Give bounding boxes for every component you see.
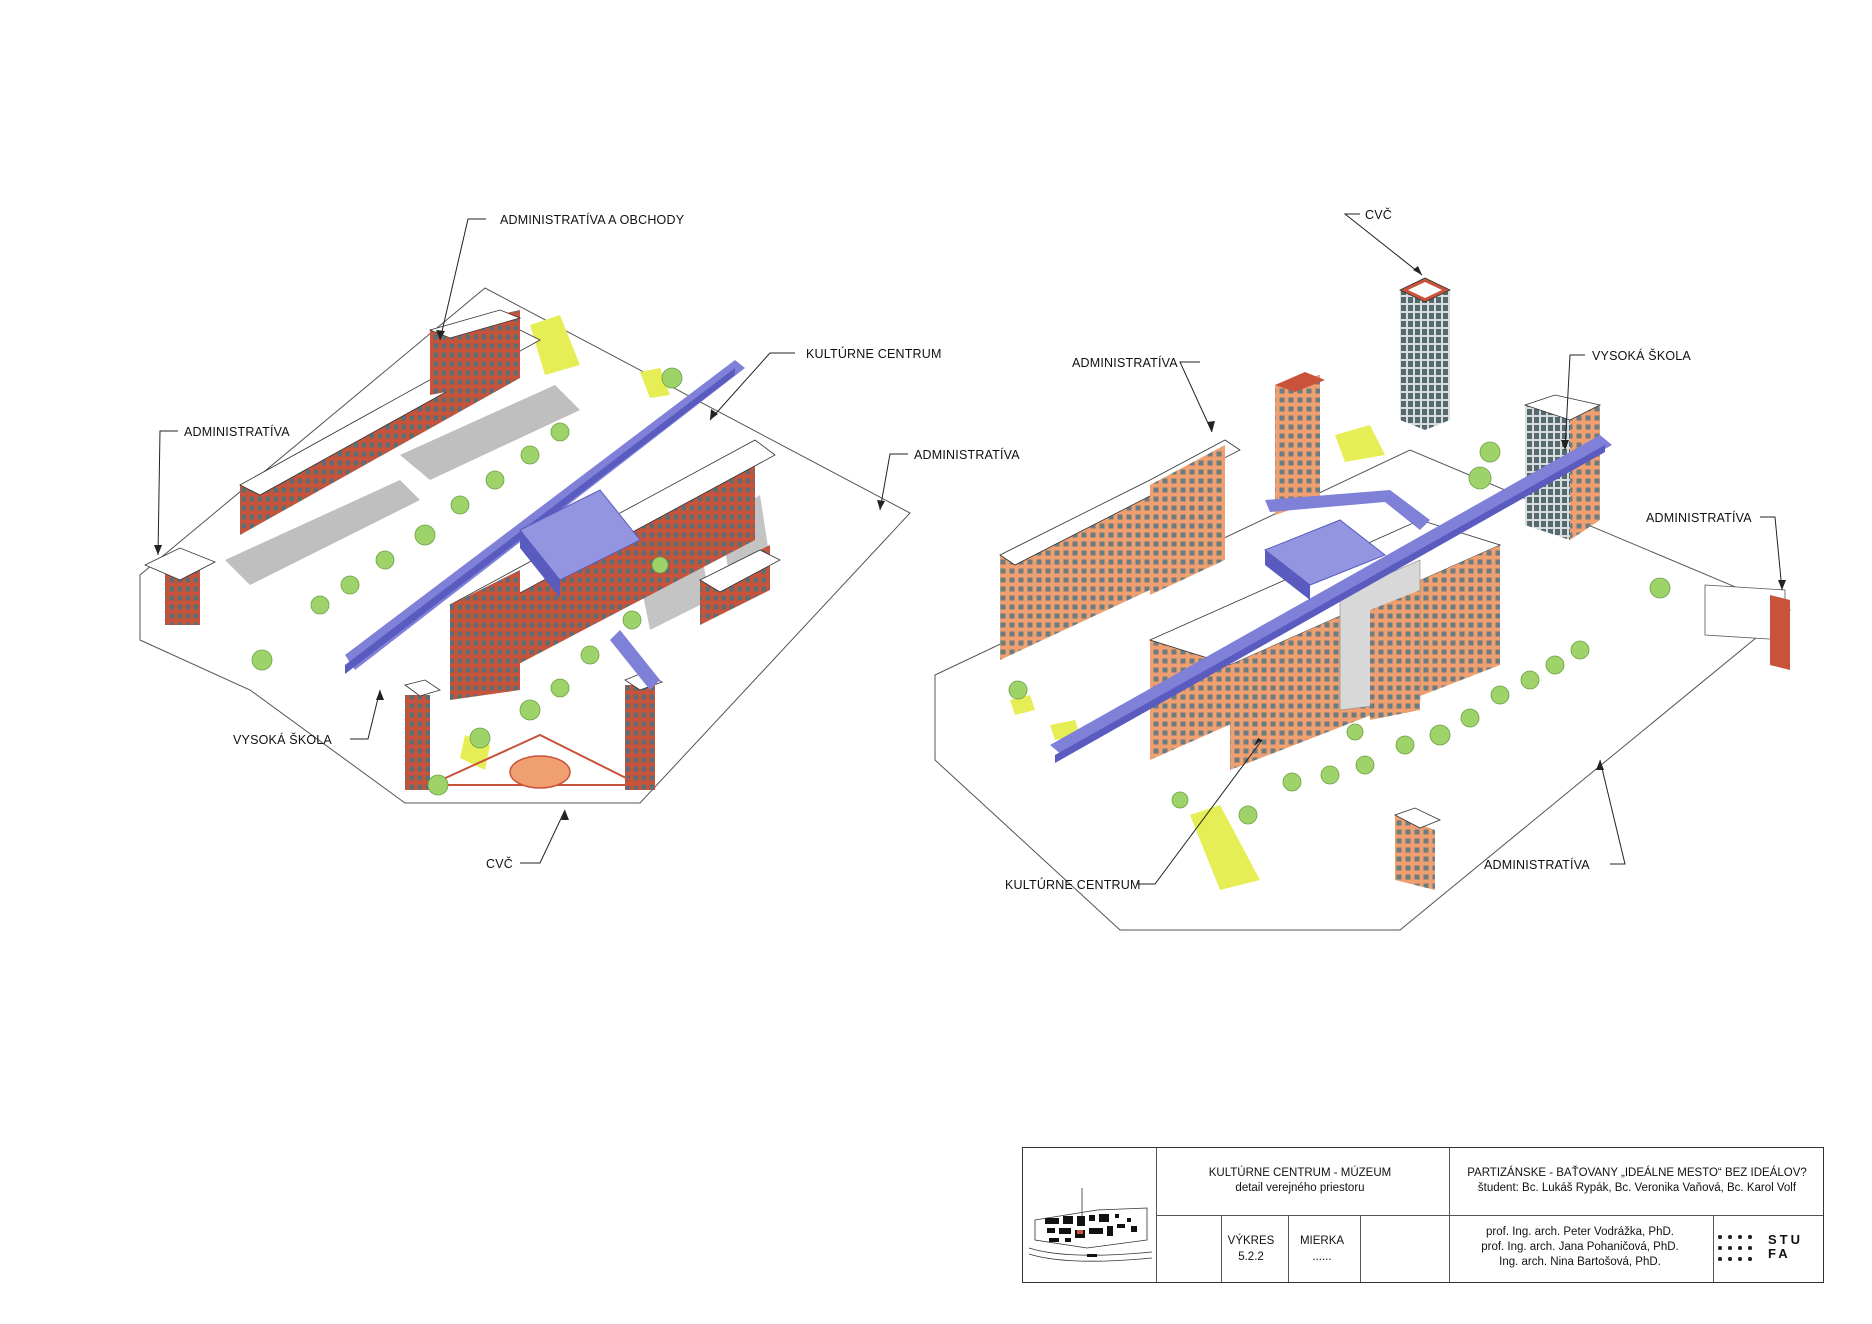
tree — [1008, 680, 1028, 700]
project-students: študent: Bc. Lukáš Rypák, Bc. Veronika V… — [1477, 1182, 1797, 1194]
label-left-vysoka-skola: VYSOKÁ ŠKOLA — [233, 733, 332, 747]
right-yellow-patch — [1010, 695, 1035, 715]
tree — [469, 727, 491, 749]
tree — [1479, 441, 1501, 463]
supervisors: prof. Ing. arch. Peter Vodrážka, PhD. pr… — [1451, 1225, 1709, 1270]
tree — [450, 495, 470, 515]
vykres-field: VÝKRES 5.2.2 — [1221, 1233, 1281, 1265]
tree — [580, 645, 600, 665]
supervisor-2: prof. Ing. arch. Jana Pohaničová, PhD. — [1481, 1241, 1679, 1253]
right-axonometric — [934, 277, 1791, 931]
mierka-value: ...... — [1312, 1251, 1332, 1263]
project-title-line1: PARTIZÁNSKE - BAŤOVANY „IDEÁLNE MESTO“ B… — [1467, 1167, 1807, 1179]
right-skybridge — [1050, 435, 1612, 763]
tree — [1355, 755, 1375, 775]
label-right-administrativa-north: ADMINISTRATÍVA — [1072, 356, 1178, 370]
left-skybridge — [345, 360, 745, 690]
label-right-administrativa-east: ADMINISTRATÍVA — [1646, 511, 1752, 525]
left-administrativa-west-building — [144, 547, 216, 625]
label-right-administrativa-south: ADMINISTRATÍVA — [1484, 858, 1590, 872]
left-axonometric — [139, 287, 911, 804]
supervisor-3: Ing. arch. Nina Bartošová, PhD. — [1499, 1256, 1661, 1268]
drawing-title: KULTÚRNE CENTRUM - MÚZEUM detail verejné… — [1158, 1166, 1442, 1196]
tree — [414, 524, 436, 546]
tree — [1520, 670, 1540, 690]
tree — [651, 556, 669, 574]
logo-dots-icon — [1718, 1235, 1762, 1265]
tree — [485, 470, 505, 490]
label-left-administrativa-east: ADMINISTRATÍVA — [914, 448, 1020, 462]
tree — [519, 699, 541, 721]
tree — [1490, 685, 1510, 705]
right-trees — [1008, 441, 1671, 825]
right-administrativa-south-building — [1393, 807, 1441, 890]
tree — [1395, 735, 1415, 755]
tree — [1468, 466, 1492, 490]
tree — [1320, 765, 1340, 785]
tree — [1238, 805, 1258, 825]
tree — [375, 550, 395, 570]
left-vysoka-skola-building — [404, 679, 441, 790]
left-trees — [251, 367, 683, 796]
left-admin-obchody-building — [239, 309, 541, 535]
vykres-value: 5.2.2 — [1238, 1251, 1264, 1263]
vykres-label: VÝKRES — [1227, 1235, 1275, 1247]
tree — [310, 595, 330, 615]
tree — [1171, 791, 1189, 809]
tree — [1282, 772, 1302, 792]
tree — [427, 774, 449, 796]
left-ground-shadow — [400, 385, 580, 480]
logo-line1: STU — [1768, 1232, 1803, 1247]
label-left-administrativa-west: ADMINISTRATÍVA — [184, 425, 290, 439]
right-cvc-tower — [1399, 277, 1451, 430]
tree — [622, 610, 642, 630]
project-title: PARTIZÁNSKE - BAŤOVANY „IDEÁLNE MESTO“ B… — [1457, 1166, 1817, 1196]
label-left-administrativa-a-obchody: ADMINISTRATÍVA A OBCHODY — [500, 213, 685, 227]
stu-fa-logo: STU FA — [1718, 1233, 1808, 1267]
mierka-label: MIERKA — [1299, 1235, 1345, 1247]
label-right-vysoka-skola: VYSOKÁ ŠKOLA — [1592, 349, 1691, 363]
right-administrativa-east-building — [1704, 584, 1790, 670]
tree — [661, 367, 683, 389]
logo-line2: FA — [1768, 1246, 1791, 1261]
right-yellow-patch — [1335, 425, 1385, 462]
supervisor-1: prof. Ing. arch. Peter Vodrážka, PhD. — [1486, 1226, 1674, 1238]
tree — [520, 445, 540, 465]
right-yellow-patch — [1190, 805, 1260, 890]
left-administrativa-east-building — [699, 545, 781, 625]
right-administrativa-north-building — [999, 372, 1325, 660]
tree — [251, 649, 273, 671]
left-cvc-rotunda — [509, 755, 571, 789]
drawing-title-line1: KULTÚRNE CENTRUM - MÚZEUM — [1208, 1167, 1392, 1179]
label-right-kulturne-centrum: KULTÚRNE CENTRUM — [1005, 878, 1141, 892]
tree — [340, 575, 360, 595]
label-left-kulturne-centrum: KULTÚRNE CENTRUM — [806, 347, 942, 361]
tree — [1346, 723, 1364, 741]
tree — [1460, 708, 1480, 728]
tree — [550, 678, 570, 698]
leader-arrowheads — [154, 266, 1786, 820]
tree — [550, 422, 570, 442]
tree — [1649, 577, 1671, 599]
site-plan-thumbnail — [1028, 1188, 1153, 1262]
left-yellow-patch — [530, 315, 580, 375]
left-ground-shadow — [225, 480, 420, 585]
logo-text: STU FA — [1768, 1233, 1803, 1261]
tree — [1570, 640, 1590, 660]
drawing-title-line2: detail verejného priestoru — [1235, 1182, 1365, 1194]
label-left-cvc: CVČ — [486, 857, 513, 871]
label-right-cvc: CVČ — [1365, 208, 1392, 222]
leader-lines — [157, 213, 1783, 885]
tree — [1545, 655, 1565, 675]
tree — [1429, 724, 1451, 746]
mierka-field: MIERKA ...... — [1289, 1233, 1355, 1265]
title-block: KULTÚRNE CENTRUM - MÚZEUM detail verejné… — [1022, 1147, 1824, 1283]
